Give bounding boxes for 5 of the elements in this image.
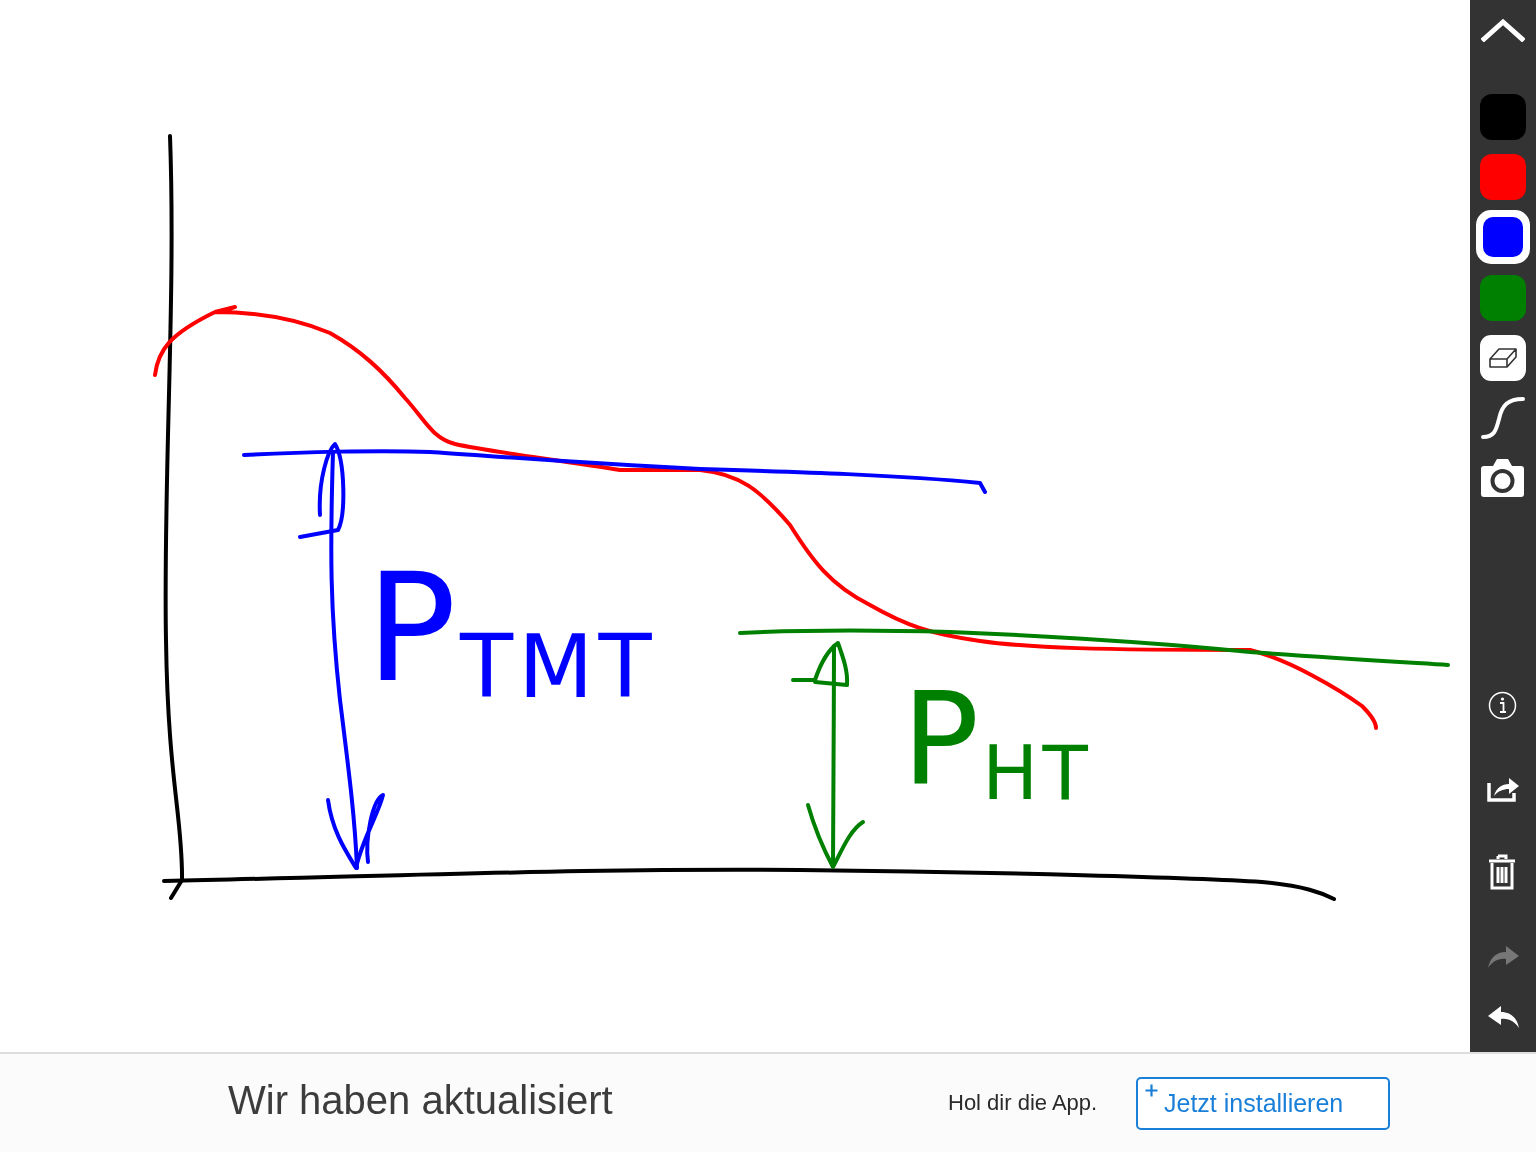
handwritten-label: P$_{HT}$ [902,676,1093,812]
handwritten-label: P$_{TMT}$ [366,553,657,712]
ad-headline: Wir haben aktualisiert [228,1080,613,1120]
ad-text: Hol dir die App. [948,1092,1098,1114]
install-button: Jetzt installieren [1136,1077,1390,1130]
